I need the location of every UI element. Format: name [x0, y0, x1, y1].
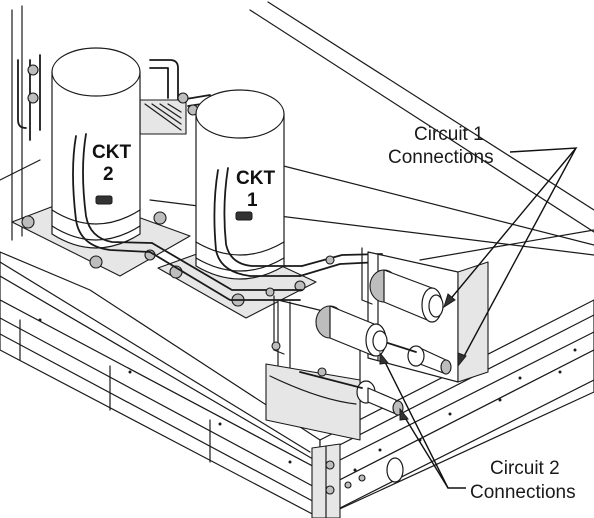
valve-bracket-circuit2 [265, 295, 404, 441]
callout-circuit2: Circuit 2 Connections [379, 351, 576, 503]
circuit2-arrowhead-1 [379, 351, 389, 365]
valve-bracket-circuit1 [361, 247, 489, 383]
circuit2-leader-right [403, 415, 449, 489]
discharge-lines [149, 242, 383, 301]
ckt1-label-line1: CKT [236, 168, 275, 189]
circuit1-label-line1: Circuit 1 [414, 124, 484, 145]
circuit2-label-line1: Circuit 2 [490, 458, 560, 479]
ckt2-label-line2: 2 [103, 164, 114, 185]
compressor-ckt2: CKT 2 [11, 47, 191, 277]
callout-circuit1: Circuit 1 Connections [388, 124, 578, 368]
circuit2-arrowhead-2 [399, 407, 409, 421]
ckt1-label-line2: 1 [247, 190, 258, 211]
rear-piping [17, 54, 216, 141]
compressor-ckt1: CKT 1 [157, 89, 317, 319]
circuit1-label-line2: Connections [388, 147, 494, 168]
circuit2-label-line2: Connections [470, 482, 576, 503]
circuit1-arrowhead-1 [443, 293, 456, 309]
ckt2-label-line1: CKT [92, 142, 131, 163]
circuit1-leader-right [461, 147, 577, 361]
circuit1-arrowhead-2 [457, 352, 467, 368]
circuit1-leader-left [447, 147, 578, 303]
